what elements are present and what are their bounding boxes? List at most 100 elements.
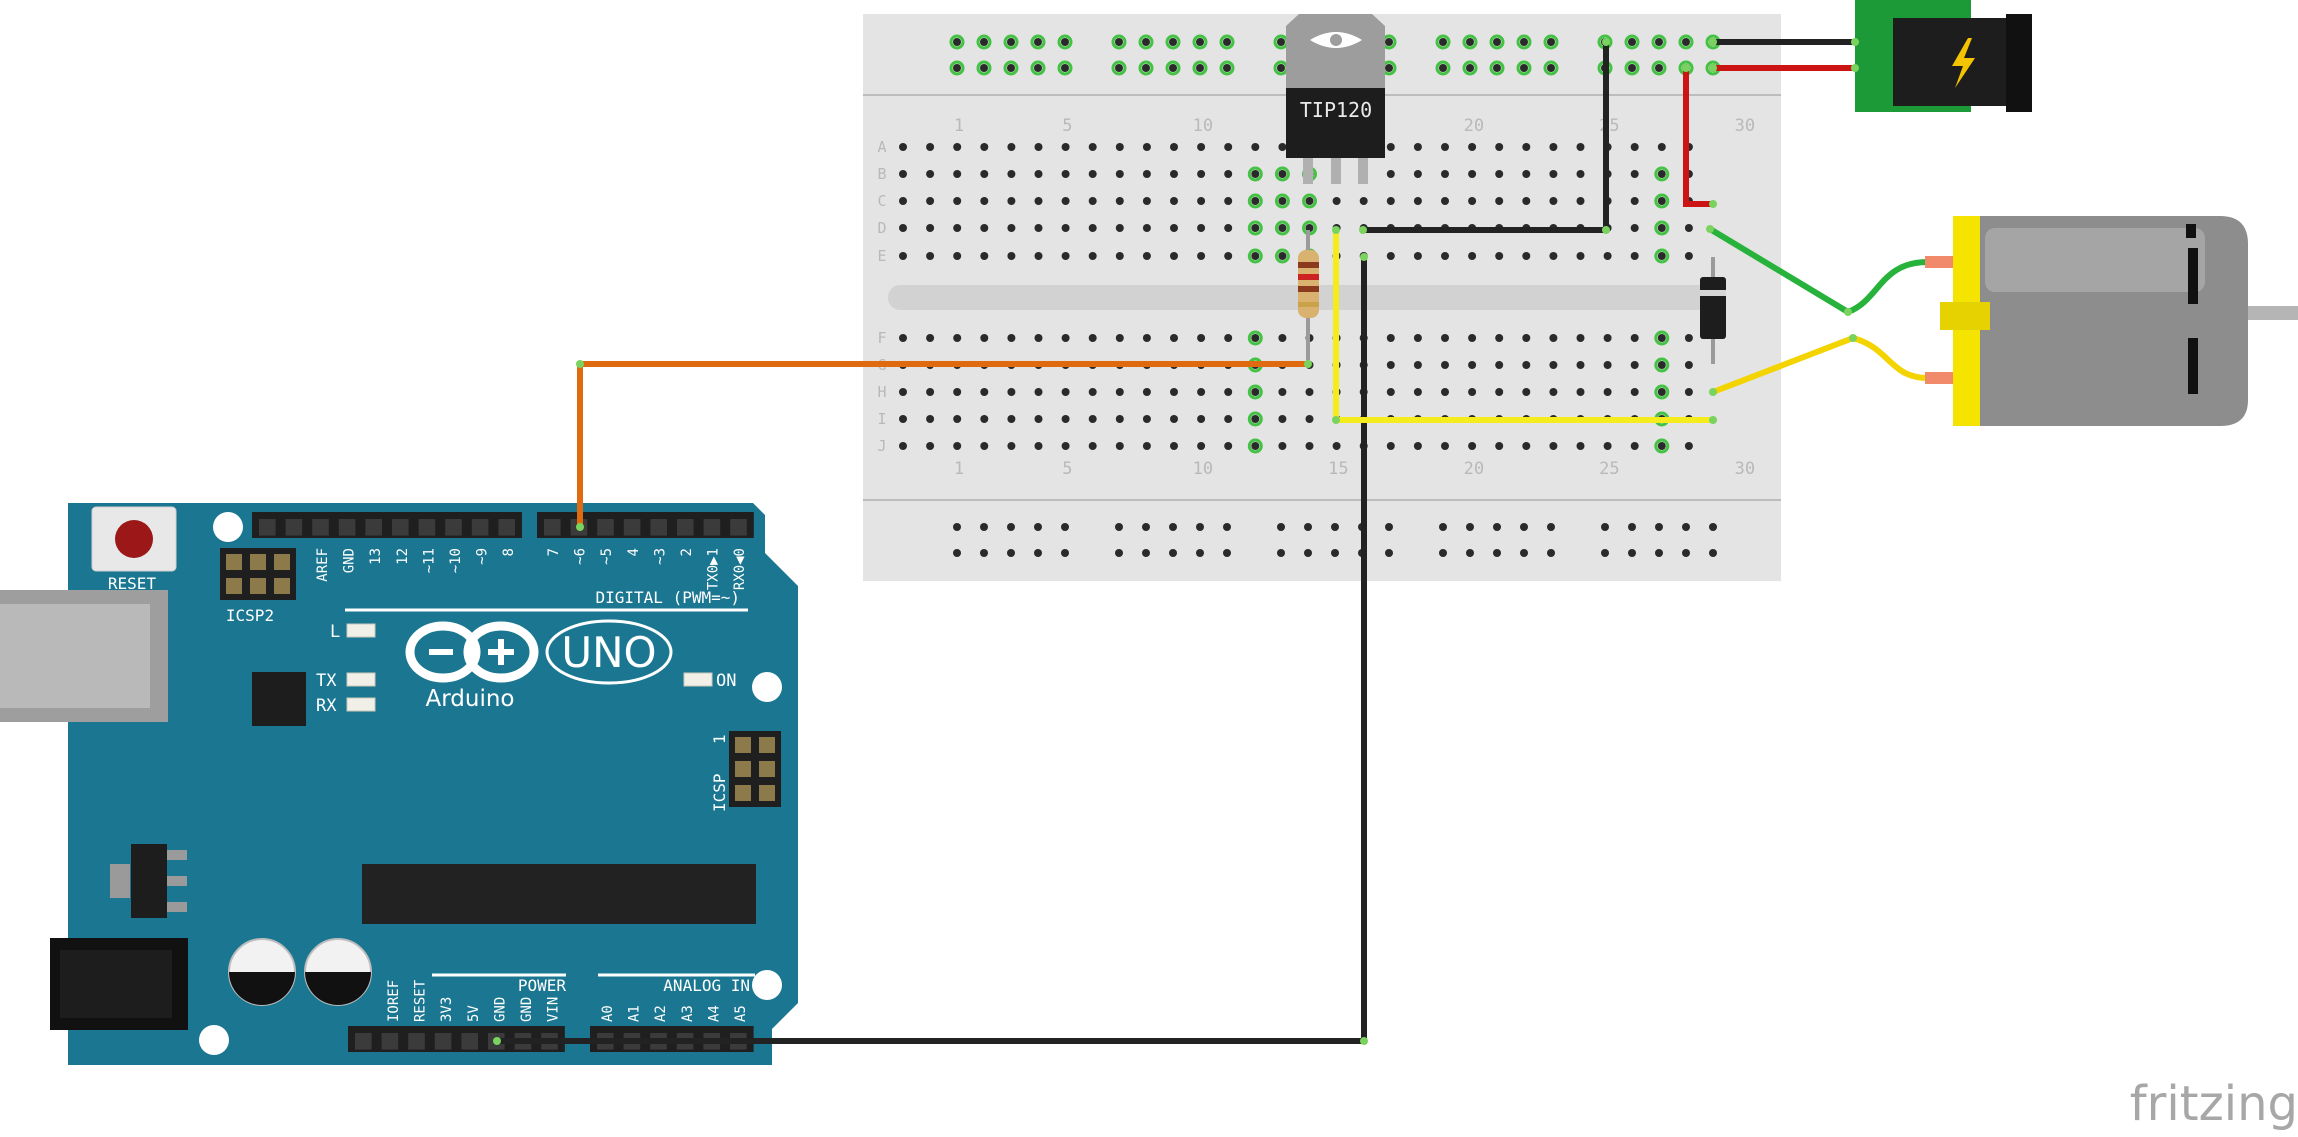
breadboard-hole[interactable] — [1278, 415, 1287, 423]
breadboard-hole[interactable] — [1034, 334, 1043, 342]
breadboard-hole[interactable] — [1630, 252, 1639, 260]
breadboard-hole[interactable] — [926, 442, 935, 450]
icsp-pin[interactable] — [735, 761, 751, 777]
rail-hole[interactable] — [1061, 64, 1069, 72]
breadboard-hole[interactable] — [1305, 388, 1314, 396]
breadboard-hole[interactable] — [1224, 252, 1233, 260]
breadboard-hole[interactable] — [1413, 442, 1422, 450]
rail-hole[interactable] — [1142, 64, 1150, 72]
rail-hole[interactable] — [1223, 523, 1231, 531]
rail-hole[interactable] — [1655, 64, 1663, 72]
breadboard-hole[interactable] — [1386, 361, 1395, 369]
rail-hole[interactable] — [1628, 38, 1636, 46]
breadboard-hole[interactable] — [1630, 143, 1639, 151]
breadboard-hole[interactable] — [926, 415, 935, 423]
rail-hole[interactable] — [1115, 523, 1123, 531]
breadboard-hole[interactable] — [1468, 197, 1477, 205]
rail-hole[interactable] — [1682, 549, 1690, 557]
breadboard-hole[interactable] — [1251, 170, 1260, 178]
breadboard-hole[interactable] — [1061, 224, 1070, 232]
breadboard-hole[interactable] — [1413, 170, 1422, 178]
breadboard-hole[interactable] — [1603, 442, 1612, 450]
rail-hole[interactable] — [1655, 38, 1663, 46]
icsp-pin[interactable] — [735, 785, 751, 801]
rail-hole[interactable] — [953, 38, 961, 46]
rail-hole[interactable] — [1439, 523, 1447, 531]
header-pin[interactable] — [597, 519, 614, 536]
breadboard-hole[interactable] — [1495, 334, 1504, 342]
rail-hole[interactable] — [1142, 549, 1150, 557]
breadboard-hole[interactable] — [926, 334, 935, 342]
header-pin[interactable] — [285, 519, 303, 536]
breadboard-hole[interactable] — [1061, 388, 1070, 396]
breadboard-hole[interactable] — [926, 224, 935, 232]
breadboard-hole[interactable] — [1088, 197, 1097, 205]
header-pin[interactable] — [471, 519, 489, 536]
breadboard-hole[interactable] — [1468, 252, 1477, 260]
wire-power-red[interactable] — [1683, 68, 1713, 207]
breadboard-hole[interactable] — [980, 252, 989, 260]
breadboard-hole[interactable] — [1549, 388, 1558, 396]
rail-hole[interactable] — [1466, 64, 1474, 72]
breadboard-hole[interactable] — [1034, 224, 1043, 232]
rail-hole[interactable] — [1385, 549, 1393, 557]
breadboard-hole[interactable] — [953, 334, 962, 342]
breadboard-hole[interactable] — [1495, 143, 1504, 151]
breadboard-hole[interactable] — [1007, 388, 1016, 396]
breadboard-hole[interactable] — [1576, 388, 1585, 396]
breadboard-hole[interactable] — [1386, 143, 1395, 151]
breadboard-hole[interactable] — [1332, 442, 1341, 450]
rail-hole[interactable] — [1628, 549, 1636, 557]
breadboard-hole[interactable] — [1468, 361, 1477, 369]
rail-hole[interactable] — [1493, 64, 1501, 72]
breadboard-hole[interactable] — [1278, 442, 1287, 450]
breadboard-hole[interactable] — [1495, 197, 1504, 205]
breadboard-hole[interactable] — [1657, 224, 1666, 232]
breadboard-hole[interactable] — [1522, 388, 1531, 396]
rail-hole[interactable] — [1277, 64, 1285, 72]
breadboard-hole[interactable] — [1142, 252, 1151, 260]
wire-endpoint[interactable] — [576, 360, 584, 368]
header-pin[interactable] — [338, 519, 356, 536]
rail-hole[interactable] — [1520, 64, 1528, 72]
rail-hole[interactable] — [1061, 549, 1069, 557]
breadboard-hole[interactable] — [1224, 197, 1233, 205]
breadboard-hole[interactable] — [1088, 334, 1097, 342]
breadboard-hole[interactable] — [1088, 442, 1097, 450]
breadboard-hole[interactable] — [1549, 197, 1558, 205]
breadboard-hole[interactable] — [1576, 197, 1585, 205]
breadboard-hole[interactable] — [1522, 361, 1531, 369]
rail-hole[interactable] — [1061, 38, 1069, 46]
header-pin[interactable] — [312, 519, 329, 536]
breadboard-hole[interactable] — [1007, 170, 1016, 178]
rail-hole[interactable] — [953, 64, 961, 72]
rail-hole[interactable] — [1169, 523, 1177, 531]
breadboard-hole[interactable] — [1603, 252, 1612, 260]
rail-hole[interactable] — [1034, 523, 1042, 531]
breadboard-hole[interactable] — [1413, 334, 1422, 342]
breadboard-hole[interactable] — [1251, 334, 1260, 342]
breadboard-hole[interactable] — [1495, 388, 1504, 396]
wire-endpoint[interactable] — [1602, 38, 1610, 46]
breadboard-hole[interactable] — [899, 442, 907, 450]
breadboard-hole[interactable] — [1630, 224, 1639, 232]
breadboard-hole[interactable] — [1224, 170, 1233, 178]
breadboard-hole[interactable] — [1386, 197, 1395, 205]
breadboard-hole[interactable] — [899, 415, 907, 423]
breadboard-hole[interactable] — [953, 224, 962, 232]
breadboard-hole[interactable] — [1170, 415, 1178, 423]
wire-endpoint[interactable] — [1709, 64, 1717, 72]
breadboard-hole[interactable] — [1224, 224, 1233, 232]
breadboard-hole[interactable] — [1413, 143, 1422, 151]
breadboard-hole[interactable] — [1170, 224, 1178, 232]
breadboard-hole[interactable] — [1061, 143, 1070, 151]
rail-hole[interactable] — [1034, 64, 1042, 72]
breadboard-hole[interactable] — [1170, 197, 1178, 205]
breadboard-hole[interactable] — [1549, 170, 1558, 178]
rail-hole[interactable] — [1601, 523, 1609, 531]
rail-hole[interactable] — [1034, 38, 1042, 46]
rail-hole[interactable] — [1277, 549, 1285, 557]
breadboard-hole[interactable] — [980, 334, 989, 342]
breadboard-hole[interactable] — [1224, 388, 1233, 396]
rail-hole[interactable] — [1493, 38, 1501, 46]
